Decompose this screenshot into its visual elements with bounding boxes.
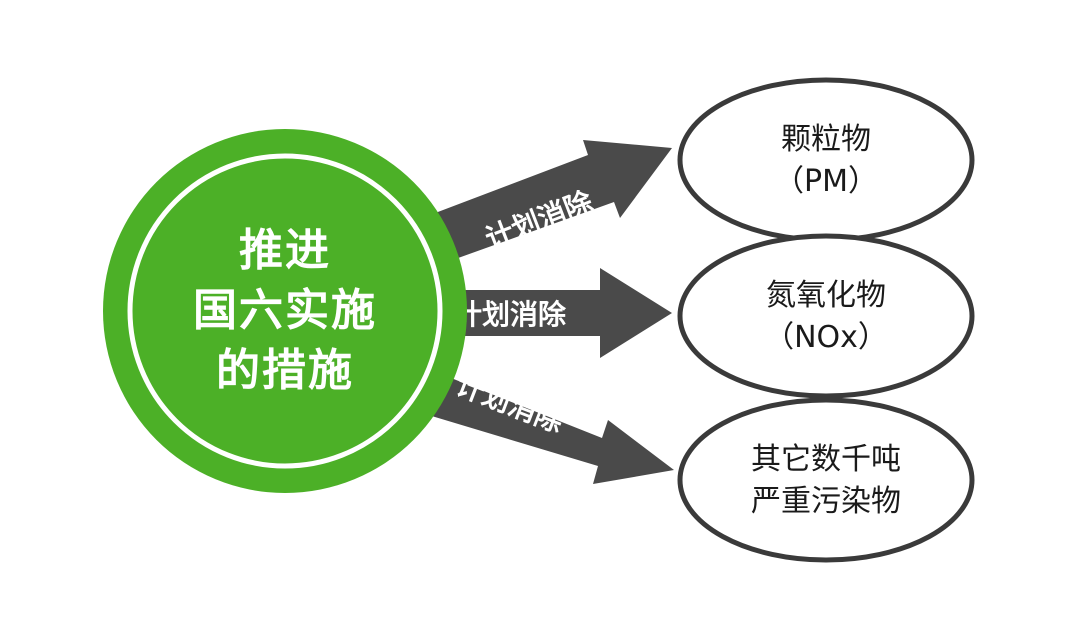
arrow-middle-label: 计划消除 bbox=[454, 298, 567, 331]
oval-pm-line-2: （PM） bbox=[774, 164, 878, 199]
arrow-bottom: 计划消除 bbox=[425, 368, 674, 484]
oval-other-line-1: 其它数千吨 bbox=[751, 442, 901, 477]
oval-nox bbox=[677, 233, 975, 399]
oval-nox-line-1: 氮氧化物 bbox=[766, 278, 886, 313]
oval-pm-line-1: 颗粒物 bbox=[781, 122, 871, 157]
center-line-1: 推进 bbox=[239, 225, 331, 276]
center-line-3: 的措施 bbox=[216, 345, 354, 396]
oval-pm bbox=[677, 77, 975, 243]
arrow-middle: 计划消除 bbox=[444, 268, 672, 358]
oval-other bbox=[677, 397, 975, 563]
arrow-top: 计划消除 bbox=[422, 140, 672, 262]
oval-nox-line-2: （NOx） bbox=[764, 320, 888, 355]
oval-other-line-2: 严重污染物 bbox=[751, 484, 901, 519]
center-line-2: 国六实施 bbox=[193, 285, 377, 336]
center-circle bbox=[103, 129, 467, 493]
